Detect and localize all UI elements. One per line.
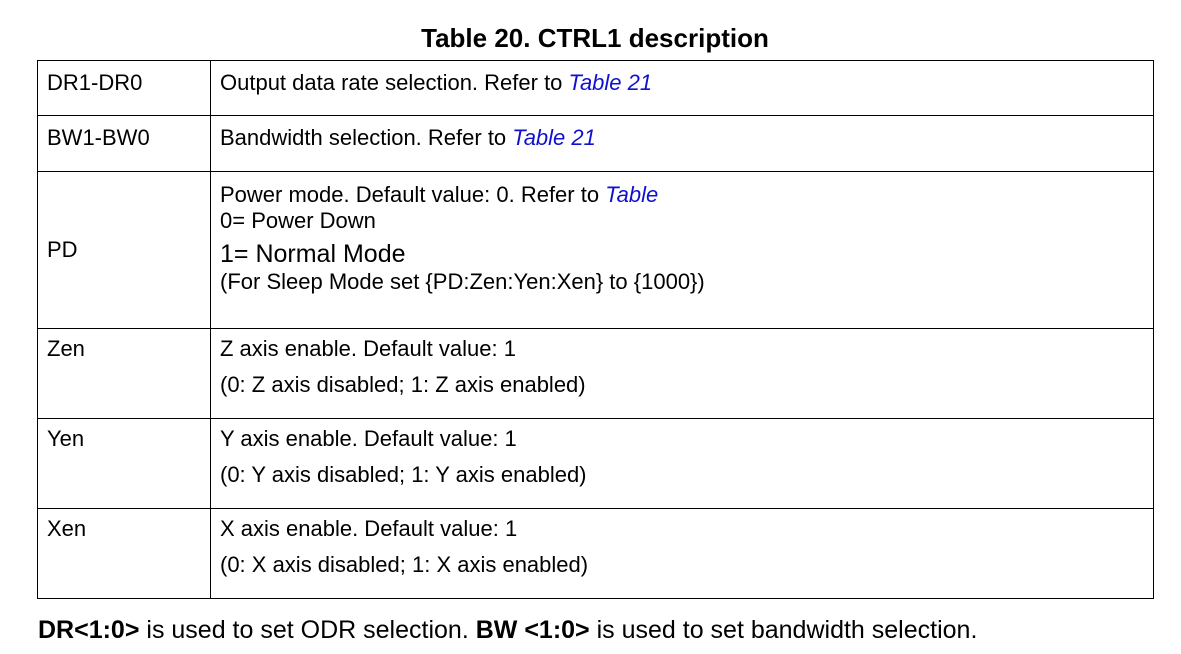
field-name: Xen bbox=[37, 508, 211, 599]
field-description: Y axis enable. Default value: 1 (0: Y ax… bbox=[210, 418, 1154, 509]
footer-note: DR<1:0> is used to set ODR selection. BW… bbox=[38, 614, 977, 646]
table-row: PD Power mode. Default value: 0. Refer t… bbox=[37, 171, 1154, 329]
table-row: Xen X axis enable. Default value: 1 (0: … bbox=[37, 508, 1154, 599]
field-name: Zen bbox=[37, 328, 211, 419]
description-text: Power mode. Default value: 0. Refer to bbox=[220, 182, 606, 207]
description-line: (For Sleep Mode set {PD:Zen:Yen:Xen} to … bbox=[220, 269, 705, 294]
description-line: (0: Y axis disabled; 1: Y axis enabled) bbox=[220, 462, 587, 487]
field-name: PD bbox=[37, 171, 211, 329]
dr-register-bits: DR<1:0> bbox=[38, 616, 140, 644]
field-description: Bandwidth selection. Refer to Table 21 bbox=[210, 115, 1154, 172]
description-text: Bandwidth selection. Refer to bbox=[220, 125, 513, 150]
description-line: (0: Z axis disabled; 1: Z axis enabled) bbox=[220, 372, 586, 397]
field-description: Power mode. Default value: 0. Refer to T… bbox=[210, 171, 1154, 329]
description-line: Z axis enable. Default value: 1 bbox=[220, 336, 516, 361]
footer-text: is used to set bandwidth selection. bbox=[589, 616, 978, 644]
field-description: Output data rate selection. Refer to Tab… bbox=[210, 60, 1154, 116]
field-description: X axis enable. Default value: 1 (0: X ax… bbox=[210, 508, 1154, 599]
table-title: Table 20. CTRL1 description bbox=[421, 23, 769, 53]
table-row: Zen Z axis enable. Default value: 1 (0: … bbox=[37, 328, 1154, 419]
description-line: 1= Normal Mode bbox=[220, 240, 406, 268]
table-reference-link[interactable]: Table bbox=[605, 182, 659, 207]
table-reference-link[interactable]: Table 21 bbox=[512, 125, 596, 150]
table-reference-link[interactable]: Table 21 bbox=[568, 70, 653, 95]
description-line: X axis enable. Default value: 1 bbox=[220, 516, 518, 541]
description-line: Power mode. Default value: 0. Refer to T… bbox=[220, 182, 1153, 208]
table-row: DR1-DR0 Output data rate selection. Refe… bbox=[37, 60, 1154, 116]
table-row: BW1-BW0 Bandwidth selection. Refer to Ta… bbox=[37, 115, 1154, 172]
ctrl1-register-table: DR1-DR0 Output data rate selection. Refe… bbox=[37, 60, 1154, 599]
footer-text: is used to set ODR selection. bbox=[139, 616, 476, 644]
description-line: 0= Power Down bbox=[220, 208, 376, 233]
table-row: Yen Y axis enable. Default value: 1 (0: … bbox=[37, 418, 1154, 509]
field-name: Yen bbox=[37, 418, 211, 509]
description-line: (0: X axis disabled; 1: X axis enabled) bbox=[220, 552, 589, 577]
bw-register-bits: BW <1:0> bbox=[475, 616, 590, 644]
field-description: Z axis enable. Default value: 1 (0: Z ax… bbox=[210, 328, 1154, 419]
description-line: Y axis enable. Default value: 1 bbox=[220, 426, 517, 451]
field-name: DR1-DR0 bbox=[37, 60, 211, 116]
field-name: BW1-BW0 bbox=[37, 115, 211, 172]
description-text: Output data rate selection. Refer to bbox=[220, 70, 569, 95]
